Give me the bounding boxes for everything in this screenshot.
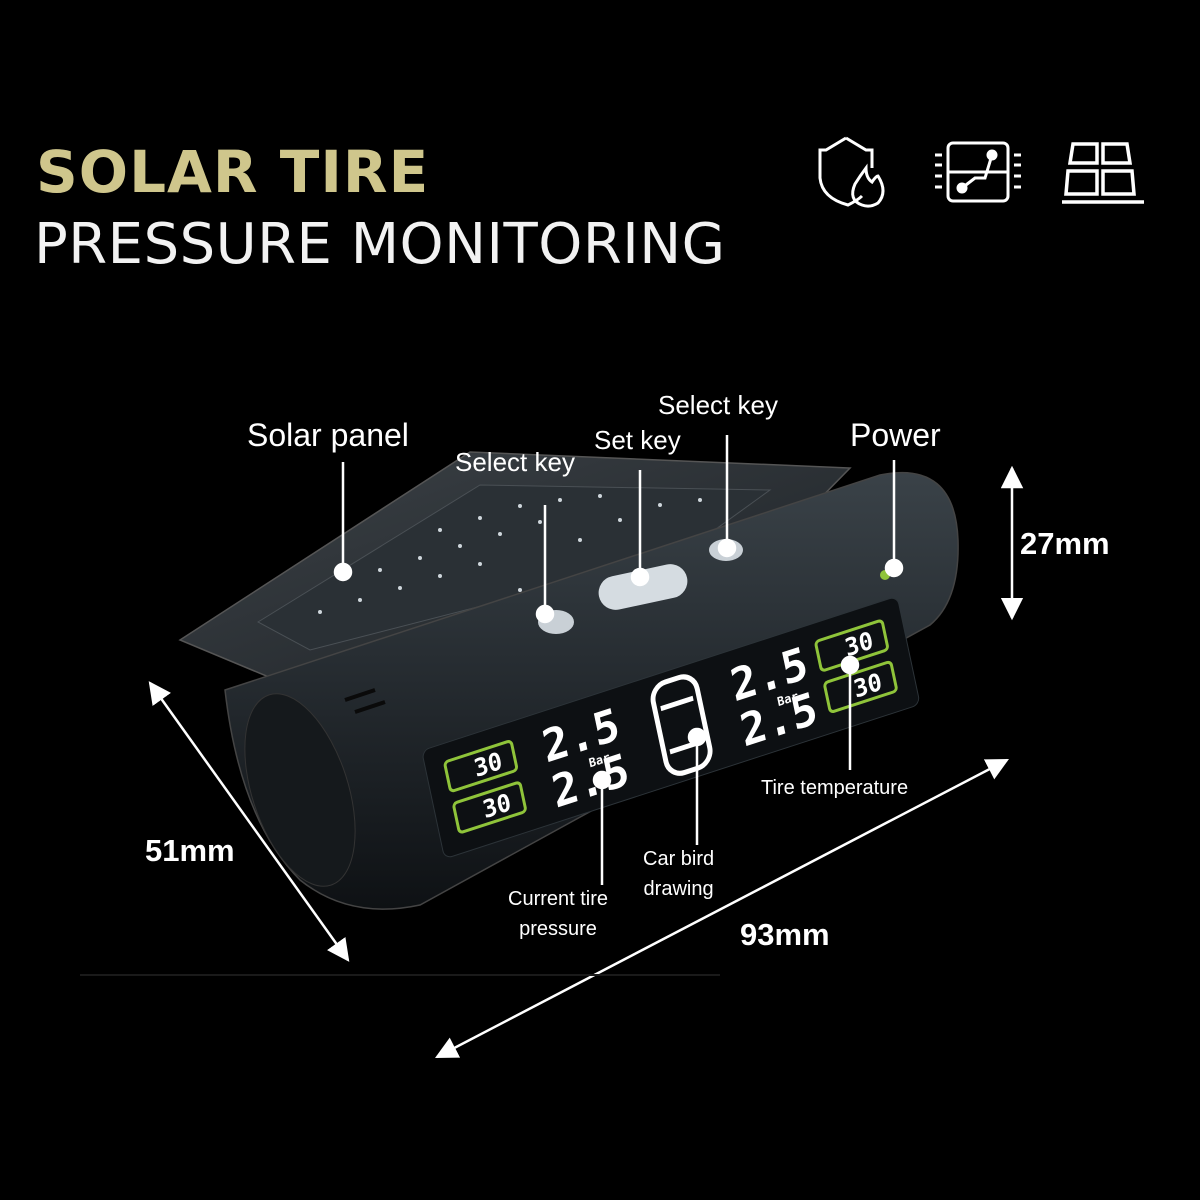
- label-tire-temperature: Tire temperature: [761, 777, 909, 799]
- label-line: pressure: [519, 918, 597, 940]
- label-select-key-right: Select key: [658, 390, 778, 420]
- dimension-width: 93mm: [740, 917, 830, 952]
- solar-panel-icon: [1062, 142, 1144, 204]
- dimension-height: 27mm: [1020, 526, 1110, 561]
- unit-right: Bar: [776, 689, 800, 709]
- label-solar-panel: Solar panel: [247, 417, 409, 453]
- label-line: Current tire: [508, 888, 609, 910]
- label-power: Power: [850, 417, 941, 453]
- dimension-arrows: [80, 465, 1024, 1059]
- label-line: drawing: [643, 878, 714, 900]
- label-set-key: Set key: [594, 425, 681, 455]
- title-line-2: PRESSURE MONITORING: [34, 212, 726, 277]
- label-select-key-left: Select key: [455, 447, 575, 477]
- shield-fire-icon: [818, 136, 885, 208]
- title-line-1: SOLAR TIRE: [36, 138, 430, 206]
- dimension-depth: 51mm: [145, 833, 235, 868]
- label-line: Car bird: [643, 848, 715, 870]
- label-current-tire-pressure: Current tire pressure: [508, 884, 608, 944]
- label-car-bird-drawing: Car bird drawing: [643, 844, 714, 904]
- set-key-button[interactable]: [595, 561, 690, 613]
- circuit-chip-icon: [935, 141, 1021, 203]
